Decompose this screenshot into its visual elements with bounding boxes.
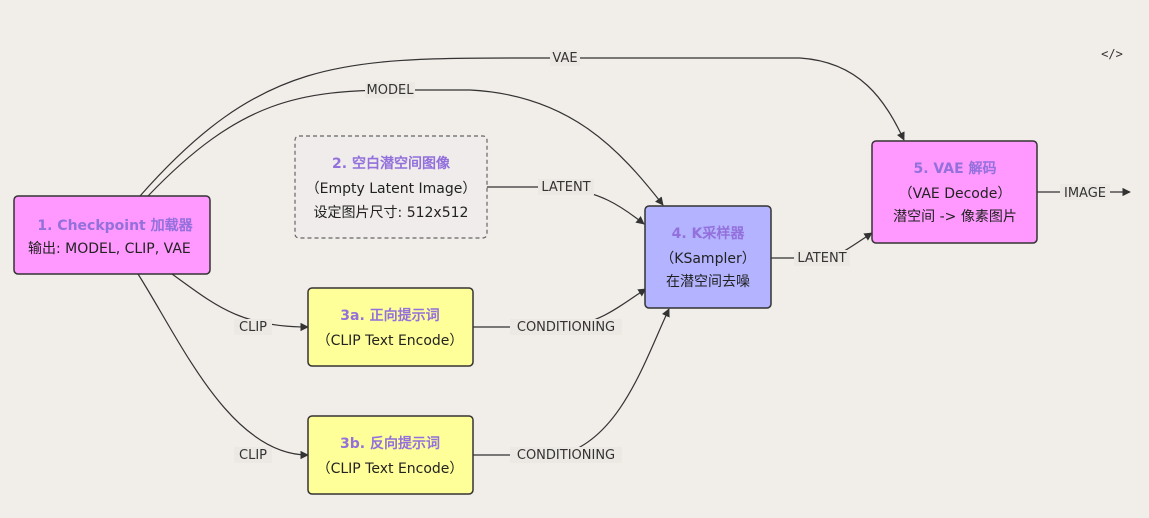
node-vae-subtitle: （VAE Decode） — [899, 186, 1012, 202]
node-checkpoint-outputs: 输出: MODEL, CLIP, VAE — [28, 241, 191, 257]
node-checkpoint-title: 1. Checkpoint 加载器 — [37, 217, 193, 234]
edge-label-model: MODEL — [367, 83, 415, 98]
node-ksampler[interactable]: 4. K采样器 （KSampler） 在潜空间去噪 — [644, 205, 772, 309]
edge-vae — [139, 57, 905, 197]
edge-label-image: IMAGE — [1064, 186, 1106, 201]
node-latent-title: 2. 空白潜空间图像 — [332, 155, 451, 172]
node-positive-title: 3a. 正向提示词 — [340, 307, 439, 324]
node-latent-subtitle: （Empty Latent Image） — [306, 181, 477, 197]
node-negative-title: 3b. 反向提示词 — [340, 435, 440, 452]
edge-clip-negative — [137, 273, 309, 460]
code-view-icon[interactable]: </> — [1101, 47, 1123, 61]
node-negative-prompt[interactable]: 3b. 反向提示词 （CLIP Text Encode） — [307, 415, 474, 495]
node-ksampler-subtitle: （KSampler） — [660, 251, 755, 267]
node-empty-latent[interactable]: 2. 空白潜空间图像 （Empty Latent Image） 设定图片尺寸: … — [294, 135, 488, 239]
edge-label-vae: VAE — [552, 51, 577, 66]
node-positive-prompt[interactable]: 3a. 正向提示词 （CLIP Text Encode） — [307, 287, 474, 367]
edge-label-clip-positive: CLIP — [239, 320, 267, 335]
node-ksampler-desc: 在潜空间去噪 — [666, 274, 750, 290]
node-vae-decode[interactable]: 5. VAE 解码 （VAE Decode） 潜空间 -> 像素图片 — [871, 140, 1038, 244]
node-latent-size: 设定图片尺寸: 512x512 — [314, 205, 469, 221]
node-checkpoint[interactable]: 1. Checkpoint 加载器 输出: MODEL, CLIP, VAE — [13, 195, 211, 275]
edge-clip-positive — [171, 273, 309, 332]
node-vae-title: 5. VAE 解码 — [913, 160, 996, 177]
edge-label-latent: LATENT — [541, 180, 590, 195]
node-positive-subtitle: （CLIP Text Encode） — [317, 333, 464, 349]
edge-label-clip-negative: CLIP — [239, 448, 267, 463]
edge-label-conditioning-positive: CONDITIONING — [517, 320, 615, 335]
edge-label-conditioning-negative: CONDITIONING — [517, 448, 615, 463]
edge-label-latent-out: LATENT — [797, 251, 846, 266]
node-ksampler-title: 4. K采样器 — [672, 225, 746, 242]
node-vae-desc: 潜空间 -> 像素图片 — [893, 209, 1017, 225]
node-negative-subtitle: （CLIP Text Encode） — [317, 461, 464, 477]
